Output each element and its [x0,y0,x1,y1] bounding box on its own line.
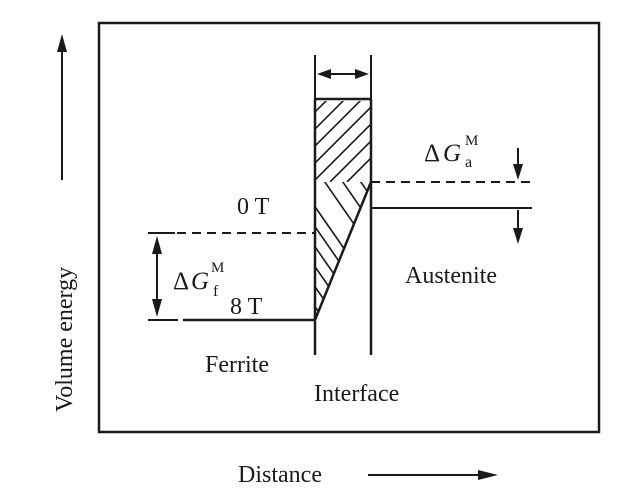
y-axis-label: Volume energy [52,267,78,412]
x-axis-label: Distance [238,462,322,488]
delta-g-austenite-label: Δ G M a [424,133,478,171]
delta-g-austenite-arrowhead-up-tip [513,228,523,244]
x-axis-arrow [368,470,498,480]
label-8t: 8 T [230,294,263,320]
delta-g-ferrite-arrow [148,232,178,321]
label-interface: Interface [314,381,399,407]
y-axis-arrow [57,34,67,180]
svg-text:G: G [443,140,461,167]
svg-text:G: G [191,268,209,295]
svg-text:Δ: Δ [173,268,189,295]
delta-g-austenite-arrowhead-down [513,164,523,180]
svg-text:a: a [465,154,472,171]
delta-g-ferrite-label: Δ G M f [173,260,224,300]
label-0t: 0 T [237,194,270,220]
label-ferrite: Ferrite [205,352,269,378]
svg-text:f: f [213,283,219,300]
label-austenite: Austenite [405,263,497,289]
svg-text:M: M [211,260,224,276]
diagram-frame [97,21,601,434]
interface-width-arrow [314,55,372,99]
interface-outline [313,97,373,355]
svg-text:Δ: Δ [424,140,440,167]
delta-g-ferrite-arrowhead-down [152,299,162,317]
svg-text:M: M [465,133,478,149]
delta-g-ferrite-arrowhead-up [152,236,162,254]
